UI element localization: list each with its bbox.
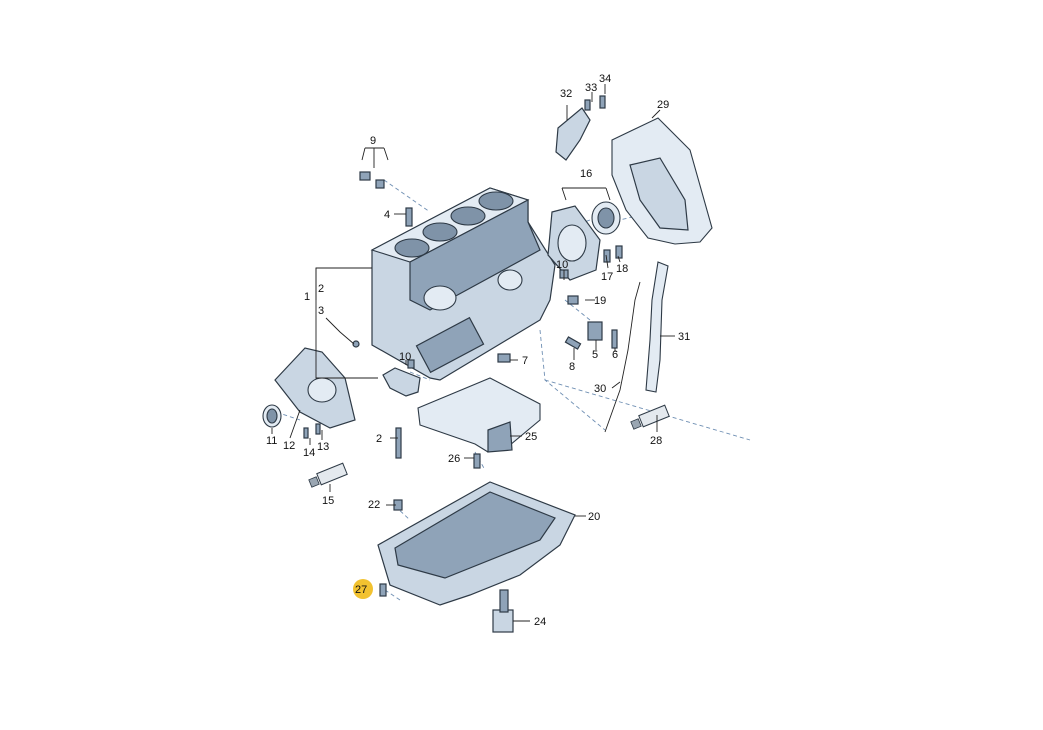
callout-30: 30 [594, 383, 606, 395]
fasteners [303, 95, 623, 597]
callout-31: 31 [678, 331, 690, 343]
callout-3: 3 [318, 305, 324, 317]
callout-24: 24 [534, 616, 546, 628]
bearing-cap [382, 367, 421, 397]
callout-8: 8 [569, 361, 575, 373]
rear-seal-flange [547, 201, 621, 281]
callout-9: 9 [370, 135, 376, 147]
callout-2-block: 2 [318, 283, 324, 295]
callout-28: 28 [650, 435, 662, 447]
callout-20: 20 [588, 511, 600, 523]
callout-29: 29 [657, 99, 669, 111]
callout-18: 18 [616, 263, 628, 275]
front-cover [262, 347, 356, 429]
callout-10b: 10 [399, 351, 411, 363]
callout-13: 13 [317, 441, 329, 453]
highlight-marker [353, 579, 373, 599]
callout-25: 25 [525, 431, 537, 443]
callout-34: 34 [599, 73, 611, 85]
callout-19: 19 [594, 295, 606, 307]
oil-baffle [417, 377, 541, 453]
sealant-tube-28 [630, 404, 670, 430]
callout-7: 7 [522, 355, 528, 367]
callout-17: 17 [601, 271, 613, 283]
callout-5: 5 [592, 349, 598, 361]
callout-1: 1 [304, 291, 310, 303]
callout-6: 6 [612, 349, 618, 361]
dipstick-assembly [604, 261, 669, 433]
sealant-tube-15 [308, 462, 348, 488]
callout-14: 14 [303, 447, 315, 459]
callout-33: 33 [585, 82, 597, 94]
oil-sensor [492, 589, 514, 633]
callout-2: 2 [376, 433, 382, 445]
callout-11: 11 [266, 435, 277, 447]
oil-pan [377, 481, 576, 606]
callout-4: 4 [384, 209, 390, 221]
callout-26: 26 [448, 453, 460, 465]
callout-32: 32 [560, 88, 572, 100]
intermediate-plate [611, 117, 713, 245]
callout-16: 16 [580, 168, 592, 180]
bracket [555, 107, 591, 161]
leader-lines [271, 84, 675, 622]
callout-10a: 10 [556, 259, 568, 271]
callout-15: 15 [322, 495, 334, 507]
callout-27: 27 [355, 584, 367, 596]
cylinder-block [370, 187, 556, 381]
callout-22: 22 [368, 499, 380, 511]
callout-labels: 1 2 3 4 9 16 10 19 7 8 5 6 17 18 10 11 1… [266, 73, 690, 628]
callout-12: 12 [283, 440, 295, 452]
